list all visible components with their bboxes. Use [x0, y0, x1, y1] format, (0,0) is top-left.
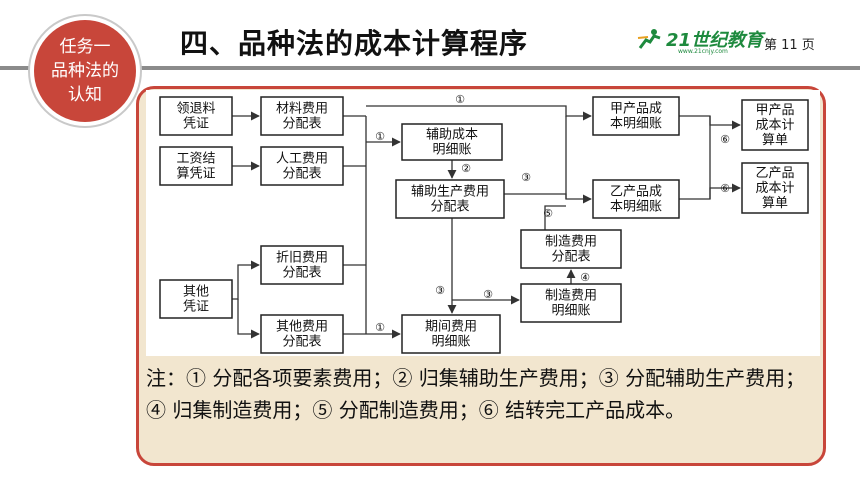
page-number: 第 11 页 [764, 38, 815, 53]
step-marker-6: ⑥ [720, 182, 730, 195]
badge-line-1: 任务一 [59, 37, 111, 57]
step-marker-6: ⑥ [720, 133, 730, 146]
box-zhizaomx-text-1: 制造费用 [545, 289, 597, 304]
box-cailiao-text-1: 材料费用 [276, 102, 328, 117]
header-divider [0, 66, 860, 70]
box-yimx-text-2: 本明细账 [610, 200, 662, 215]
box-cailiao-text-2: 分配表 [282, 117, 321, 132]
box-qitafy-text-1: 其他费用 [276, 320, 328, 335]
step-marker-1: ① [375, 130, 385, 143]
box-lingtui-text-2: 凭证 [183, 117, 209, 132]
diagram-note: 注：① 分配各项要素费用；② 归集辅助生产费用；③ 分配辅助生产费用；④ 归集制… [146, 366, 806, 422]
box-qitafy-text-2: 分配表 [282, 335, 321, 350]
brand-url: www.21cnjy.com [678, 48, 728, 55]
box-fuzhuzhang-text-2: 明细账 [432, 143, 471, 158]
connector [544, 205, 566, 230]
box-yidan-text-3: 算单 [762, 196, 788, 211]
box-rengong-text-1: 人工费用 [276, 152, 328, 167]
box-fuzhufenpei-text-1: 辅助生产费用 [411, 185, 489, 200]
box-lingtui-text-1: 领退料 [176, 102, 215, 117]
connector [237, 299, 260, 339]
step-marker-1: ① [375, 321, 385, 334]
box-qijian-text-1: 期间费用 [425, 320, 477, 335]
box-rengong-text-2: 分配表 [282, 167, 321, 182]
box-qijian-text-2: 明细账 [431, 335, 470, 350]
step-marker-5: ⑤ [543, 207, 553, 220]
box-jiamx-text-1: 甲产品成 [610, 102, 662, 117]
box-qita-text-2: 凭证 [183, 300, 209, 315]
brand-logo: 21世纪教育 www.21cnjy.com [636, 26, 764, 55]
step-marker-4: ④ [580, 271, 590, 284]
box-jiamx-text-2: 本明细账 [610, 117, 662, 132]
step-marker-2: ② [461, 162, 471, 175]
section-badge: 任务一 品种法的 认知 [34, 20, 136, 122]
box-zhizaofp-text-2: 分配表 [551, 250, 590, 265]
box-zhejiu-text-1: 折旧费用 [276, 251, 328, 266]
box-fuzhufenpei-text-2: 分配表 [430, 200, 469, 215]
box-yidan-text-2: 成本计 [755, 181, 794, 196]
box-yimx-text-1: 乙产品成 [610, 185, 662, 200]
runner-icon [637, 29, 661, 49]
page-title: 四、品种法的成本计算程序 [180, 27, 529, 60]
box-qita-text-1: 其他 [183, 285, 209, 300]
box-jiadan-text-1: 甲产品 [755, 103, 794, 118]
box-zhizaomx-text-2: 明细账 [551, 304, 590, 319]
step-marker-3: ③ [483, 288, 493, 301]
brand-name: 21世纪教育 [666, 30, 764, 51]
badge-line-2: 品种法的 [51, 61, 119, 81]
badge-line-3: 认知 [68, 85, 102, 105]
box-zhejiu-text-2: 分配表 [282, 266, 321, 281]
box-gongzi-text-1: 工资结 [176, 152, 215, 167]
box-jiadan-text-2: 成本计 [755, 118, 794, 133]
step-marker-3: ③ [435, 284, 445, 297]
step-marker-3: ③ [521, 171, 531, 184]
box-zhizaofp-text-1: 制造费用 [545, 235, 597, 250]
box-gongzi-text-2: 算凭证 [176, 167, 215, 182]
box-yidan-text-1: 乙产品 [755, 166, 794, 181]
connector [366, 105, 592, 121]
box-fuzhuzhang-text-1: 辅助成本 [426, 128, 478, 143]
connector [232, 260, 260, 300]
box-jiadan-text-3: 算单 [762, 133, 788, 148]
step-marker-1: ① [455, 93, 465, 106]
